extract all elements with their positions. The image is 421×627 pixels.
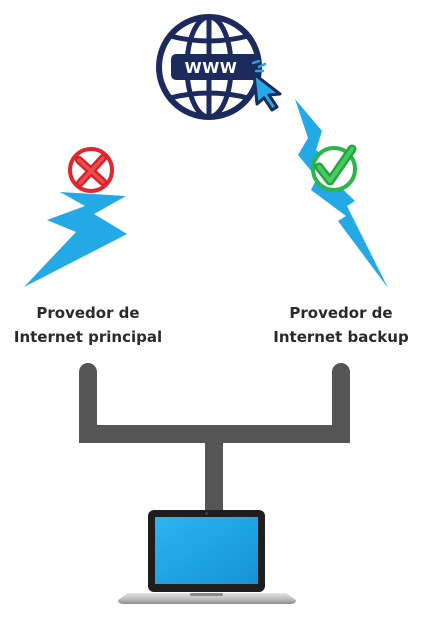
laptop-icon bbox=[118, 510, 296, 604]
backup-provider-line2: Internet backup bbox=[273, 328, 409, 346]
primary-provider-label: Provedor de Internet principal bbox=[14, 304, 162, 346]
primary-connection-bolt bbox=[24, 192, 127, 287]
globe-www-text: WWW bbox=[185, 59, 238, 77]
primary-provider-line1: Provedor de bbox=[36, 304, 139, 322]
check-mark-icon bbox=[311, 144, 357, 192]
backup-provider-line1: Provedor de bbox=[289, 304, 392, 322]
backup-provider-label: Provedor de Internet backup bbox=[273, 304, 409, 346]
laptop-screen bbox=[155, 517, 258, 584]
x-cross-icon bbox=[68, 147, 114, 193]
cursor-pointer-icon bbox=[251, 59, 282, 112]
backup-connection-bolt bbox=[295, 99, 388, 288]
globe-www-icon: WWW bbox=[156, 14, 262, 120]
network-junction-pipes bbox=[79, 363, 350, 512]
primary-provider-line2: Internet principal bbox=[14, 328, 162, 346]
